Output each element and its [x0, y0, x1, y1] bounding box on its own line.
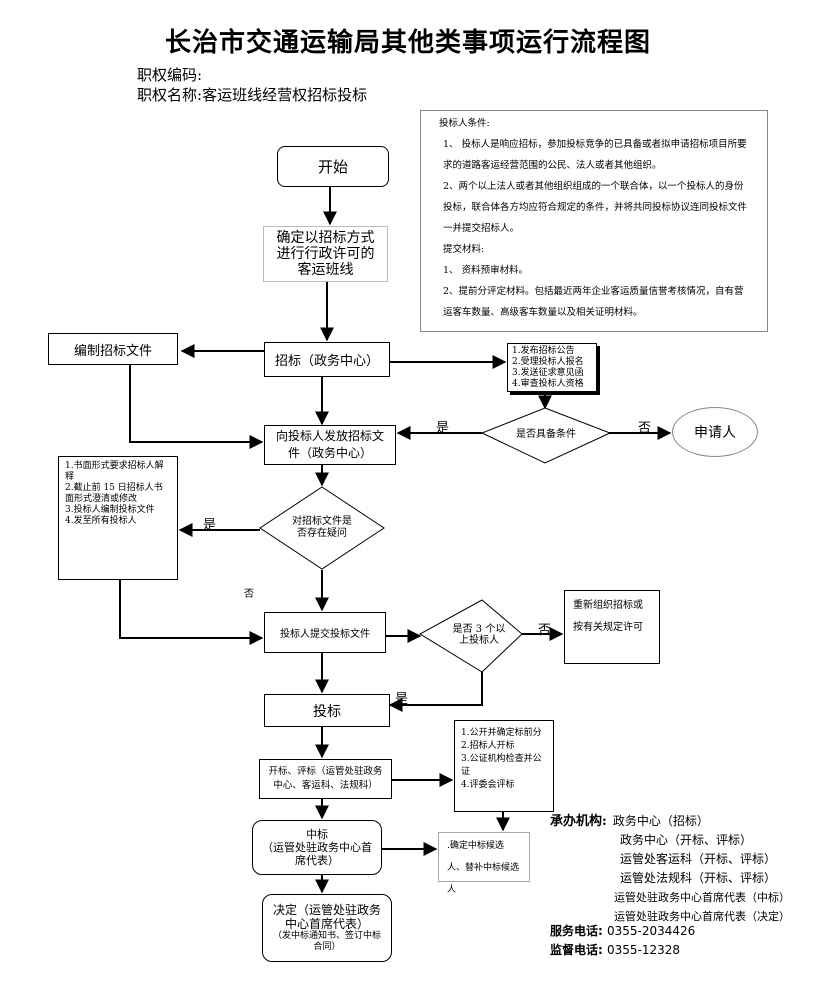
confirm-routes-label: 确定以招标方式进行行政许可的客运班线: [276, 230, 375, 278]
supervision-phone: 监督电话: 0355-12328: [550, 941, 680, 958]
service-phone: 服务电话: 0355-2034426: [550, 922, 695, 939]
authority-name-value: 客运班线经营权招标投标: [202, 86, 368, 104]
decision-subtitle: （发中标通知书、签订中标合同）: [272, 931, 381, 952]
opening-steps-node: 1.公开并确定标前分 2.招标人开标 3.公证机构检查并公证 4.评委会评标: [454, 720, 554, 812]
org-row-1: 承办机构: 政务中心（招标）: [550, 812, 790, 831]
org-item: 政务中心（招标）: [612, 814, 709, 828]
issue-docs-label: 向投标人发放招标文件（政务中心）: [275, 429, 384, 460]
submit-bids-node: 投标人提交投标文件: [264, 612, 386, 653]
publish-step: 3.发送征求意见函: [512, 368, 584, 378]
organizations-block: 承办机构: 政务中心（招标） 政务中心（开标、评标） 运管处客运科（开标、评标）…: [550, 812, 790, 926]
publish-steps-node: 1.发布招标公告 2.受理投标人报名 3.发送征求意见函 4.审查投标人资格: [507, 343, 597, 392]
opening-step: 2.招标人开标: [461, 741, 515, 751]
publish-step: 1.发布招标公告: [512, 346, 575, 356]
orgs-label: 承办机构:: [550, 814, 607, 829]
applicant-label: 申请人: [694, 425, 736, 441]
service-phone-value: 0355-2034426: [607, 924, 696, 938]
reorganize-label: 重新组织招标或按有关规定许可: [573, 600, 643, 633]
opening-step: 3.公证机构检查并公证: [461, 754, 542, 777]
doubt-label: 对招标文件是否存在疑问: [292, 516, 352, 539]
material-item-1: 1、 资料预审材料。: [443, 265, 529, 276]
start-node: 开始: [277, 146, 389, 187]
three-plus-label: 是否 3 个以上投标人: [452, 624, 506, 646]
compile-docs-label: 编制招标文件: [73, 343, 152, 359]
supervision-phone-value: 0355-12328: [607, 943, 681, 957]
org-item: 运管处驻政务中心首席代表（中标）: [614, 891, 790, 904]
qualified-label: 是否具备条件: [516, 428, 576, 440]
compile-docs-node: 编制招标文件: [48, 333, 178, 365]
open-evaluate-label: 开标、评标（运管处驻政务中心、客运科、法规科）: [268, 766, 383, 791]
doubt-no-label: 否: [244, 589, 254, 600]
clarification-step: 2.截止前 15 日招标人书面形式澄清或修改: [65, 483, 163, 504]
publish-step: 2.受理投标人报名: [512, 357, 584, 367]
win-title: 中标: [306, 828, 328, 841]
bid-label: 投标: [313, 703, 341, 720]
doubt-yes-label: 是: [203, 518, 217, 533]
supervision-phone-label: 监督电话:: [550, 943, 603, 957]
qualified-no-label: 否: [638, 421, 652, 436]
open-evaluate-node: 开标、评标（运管处驻政务中心、客运科、法规科）: [259, 759, 392, 799]
tender-node: 招标（政务中心）: [264, 342, 390, 377]
clarification-steps-node: 1.书面形式要求招标人解释 2.截止前 15 日招标人书面形式澄清或修改 3.投…: [58, 456, 178, 580]
org-item: 运管处驻政务中心首席代表（决定）: [614, 910, 790, 923]
three-plus-yes-label: 是: [395, 692, 409, 707]
org-item: 运管处客运科（开标、评标）: [620, 852, 777, 866]
submit-bids-label: 投标人提交投标文件: [280, 629, 370, 640]
bid-node: 投标: [264, 694, 390, 727]
service-phone-label: 服务电话:: [550, 924, 603, 938]
decision-title: 决定（运管处驻政务中心首席代表）: [272, 903, 381, 931]
issue-docs-node: 向投标人发放招标文件（政务中心）: [264, 425, 396, 465]
clarification-step: 3.投标人编制投标文件: [65, 505, 155, 515]
page-title: 长治市交通运输局其他类事项运行流程图: [164, 28, 651, 58]
authority-name-label: 职权名称:: [137, 86, 203, 104]
org-item: 运管处法规科（开标、评标）: [620, 871, 777, 885]
three-plus-no-label: 否: [538, 623, 552, 638]
qualified-yes-label: 是: [436, 421, 450, 436]
win-node: 中标 （运管处驻政务中心首席代表）: [252, 820, 382, 875]
start-label: 开始: [317, 158, 348, 176]
confirm-routes-node: 确定以招标方式进行行政许可的客运班线: [263, 226, 388, 282]
opening-step: 1.公开并确定标前分: [461, 728, 542, 738]
win-subtitle: （运管处驻政务中心首席代表）: [262, 841, 372, 867]
clarification-step: 1.书面形式要求招标人解释: [65, 461, 164, 482]
candidates-label: .确定中标候选人、替补中标候选人: [447, 841, 520, 895]
condition-item-2: 2、两个以上法人或者其他组织组成的一个联合体，以一个投标人的身份投标，联合体各方…: [443, 181, 748, 234]
authority-name-row: 职权名称:客运班线经营权招标投标: [137, 84, 367, 105]
clarification-step: 4.发至所有投标人: [65, 516, 137, 526]
org-item: 政务中心（开标、评标）: [620, 833, 753, 847]
publish-step: 4.审查投标人资格: [512, 379, 584, 389]
condition-item-1: 1、 投标人是响应招标，参加投标竞争的已具备或者拟申请招标项目所要求的道路客运经…: [443, 139, 747, 171]
candidates-node: .确定中标候选人、替补中标候选人: [438, 832, 530, 895]
conditions-heading: 投标人条件:: [439, 118, 490, 129]
reorganize-node: 重新组织招标或按有关规定许可: [564, 590, 660, 664]
decision-node: 决定（运管处驻政务中心首席代表） （发中标通知书、签订中标合同）: [262, 894, 392, 962]
applicant-node: 申请人: [672, 407, 758, 457]
authority-code-label: 职权编码:: [137, 66, 203, 84]
bidder-conditions-panel: 投标人条件: 1、 投标人是响应招标，参加投标竞争的已具备或者拟申请招标项目所要…: [420, 110, 768, 332]
material-item-2: 2、提前分评定材料。包括最近两年企业客运质量信誉考核情况，自有营运客车数量、高级…: [443, 286, 744, 318]
opening-step: 4.评委会评标: [461, 780, 515, 790]
tender-label: 招标（政务中心）: [274, 354, 379, 369]
materials-heading: 提交材料:: [443, 244, 485, 255]
